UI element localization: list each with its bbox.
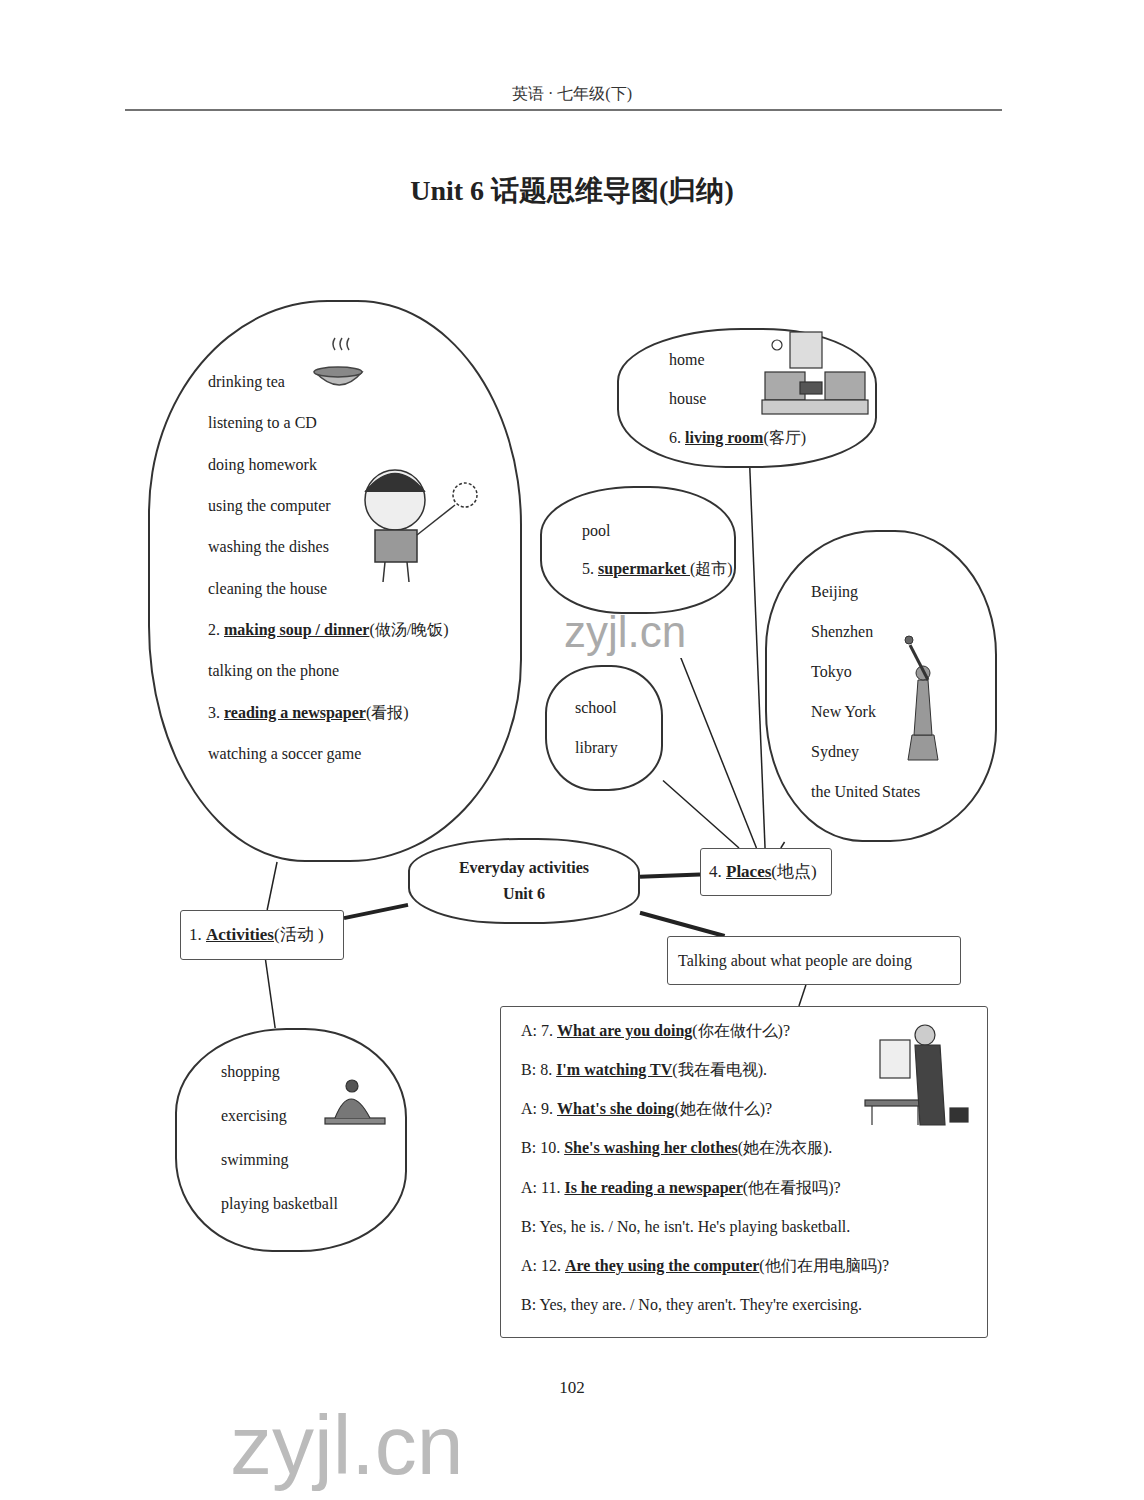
node-text: B: Yes, they are. / No, they aren't. The… xyxy=(521,1295,862,1315)
answer-underline: supermarket xyxy=(598,560,690,577)
node-text: listening to a CD xyxy=(208,413,317,433)
node-text: using the computer xyxy=(208,496,331,516)
connector xyxy=(799,985,806,1006)
cloud-node: shopping exercising swimming playing basket… xyxy=(175,1028,407,1252)
answer-underline: Places xyxy=(726,862,771,881)
header-rule xyxy=(125,109,1002,111)
answer-underline: What's she doing xyxy=(557,1100,674,1117)
topic-box: 4. Places(地点) xyxy=(700,848,832,896)
answer-underline: I'm watching TV xyxy=(556,1061,672,1078)
cloud-node: BeijingShenzhenTokyoNew YorkSydney the Un… xyxy=(765,530,997,842)
connector xyxy=(663,780,739,848)
answer-underline: making soup / dinner xyxy=(224,621,369,638)
answer-underline: living room xyxy=(685,429,763,446)
cloud-node: home house 6. living room(客厅) xyxy=(617,328,877,468)
topic-box: A: 7. What are you doing(你在做什么)? B: 8. I'… xyxy=(500,1006,988,1338)
node-text: shopping xyxy=(221,1062,280,1082)
node-text: B: 10. She's washing her clothes(她在洗衣服). xyxy=(521,1138,832,1158)
cloud-node: pool 5. supermarket (超市) xyxy=(540,486,736,614)
topic-box: Talking about what people are doing xyxy=(667,936,961,985)
page-header: 英语 · 七年级(下) xyxy=(0,84,1144,105)
node-text: cleaning the house xyxy=(208,579,327,599)
connector xyxy=(266,960,276,1028)
node-text: doing homework xyxy=(208,455,317,475)
node-text: home xyxy=(669,350,705,370)
answer-underline: reading a newspaper xyxy=(224,704,366,721)
node-text: talking on the phone xyxy=(208,661,339,681)
node-text: watching a soccer game xyxy=(208,744,361,764)
node-text: Tokyo xyxy=(811,662,852,682)
connector xyxy=(344,905,408,918)
node-text: Shenzhen xyxy=(811,622,873,642)
node-text: 2. making soup / dinner(做汤/晚饭) xyxy=(208,620,449,640)
node-text: B: Yes, he is. / No, he isn't. He's play… xyxy=(521,1217,850,1237)
connector xyxy=(750,468,765,848)
topic-box: 1. Activities(活动 ) xyxy=(180,910,344,960)
node-text: B: 8. I'm watching TV(我在看电视). xyxy=(521,1060,767,1080)
node-text: exercising xyxy=(221,1106,287,1126)
cloud-node: drinking tea listening to a CD doing homew… xyxy=(148,300,522,862)
node-text: the United States xyxy=(811,782,920,802)
node-text: playing basketball xyxy=(221,1194,338,1214)
node-text: washing the dishes xyxy=(208,537,329,557)
node-text: drinking tea xyxy=(208,372,285,392)
answer-underline: Is he reading a newspaper xyxy=(564,1179,742,1196)
connector xyxy=(640,913,725,936)
node-text: New York xyxy=(811,702,876,722)
connector xyxy=(640,874,700,876)
node-text: house xyxy=(669,389,706,409)
node-text: library xyxy=(575,738,618,758)
answer-underline: She's washing her clothes xyxy=(564,1139,738,1156)
node-text: Sydney xyxy=(811,742,859,762)
node-text: A: 9. What's she doing(她在做什么)? xyxy=(521,1099,772,1119)
node-text: A: 12. Are they using the computer(他们在用电… xyxy=(521,1256,889,1276)
node-text: Talking about what people are doing xyxy=(678,951,912,971)
answer-underline: Activities xyxy=(206,925,274,944)
title: Unit 6 话题思维导图(归纳) xyxy=(0,172,1144,210)
node-text: 1. Activities(活动 ) xyxy=(189,925,324,945)
node-text: A: 11. Is he reading a newspaper(他在看报吗)? xyxy=(521,1178,841,1198)
node-text: Unit 6 xyxy=(503,884,545,904)
node-text: school xyxy=(575,698,617,718)
node-text: Beijing xyxy=(811,582,858,602)
answer-underline: Are they using the computer xyxy=(565,1257,759,1274)
watermark: zyjl.cn xyxy=(230,1400,463,1490)
cloud-node: Everyday activitiesUnit 6 xyxy=(408,838,640,924)
node-text: 6. living room(客厅) xyxy=(669,428,806,448)
answer-underline: What are you doing xyxy=(557,1022,692,1039)
connector xyxy=(267,862,277,910)
node-text: pool xyxy=(582,521,610,541)
node-text: 4. Places(地点) xyxy=(709,862,817,882)
node-text: 5. supermarket (超市) xyxy=(582,559,733,579)
node-text: 3. reading a newspaper(看报) xyxy=(208,703,409,723)
node-text: A: 7. What are you doing(你在做什么)? xyxy=(521,1021,790,1041)
node-text: Everyday activities xyxy=(459,858,589,878)
page-number: 102 xyxy=(0,1378,1144,1398)
node-text: swimming xyxy=(221,1150,289,1170)
cloud-node: school library xyxy=(545,665,663,791)
